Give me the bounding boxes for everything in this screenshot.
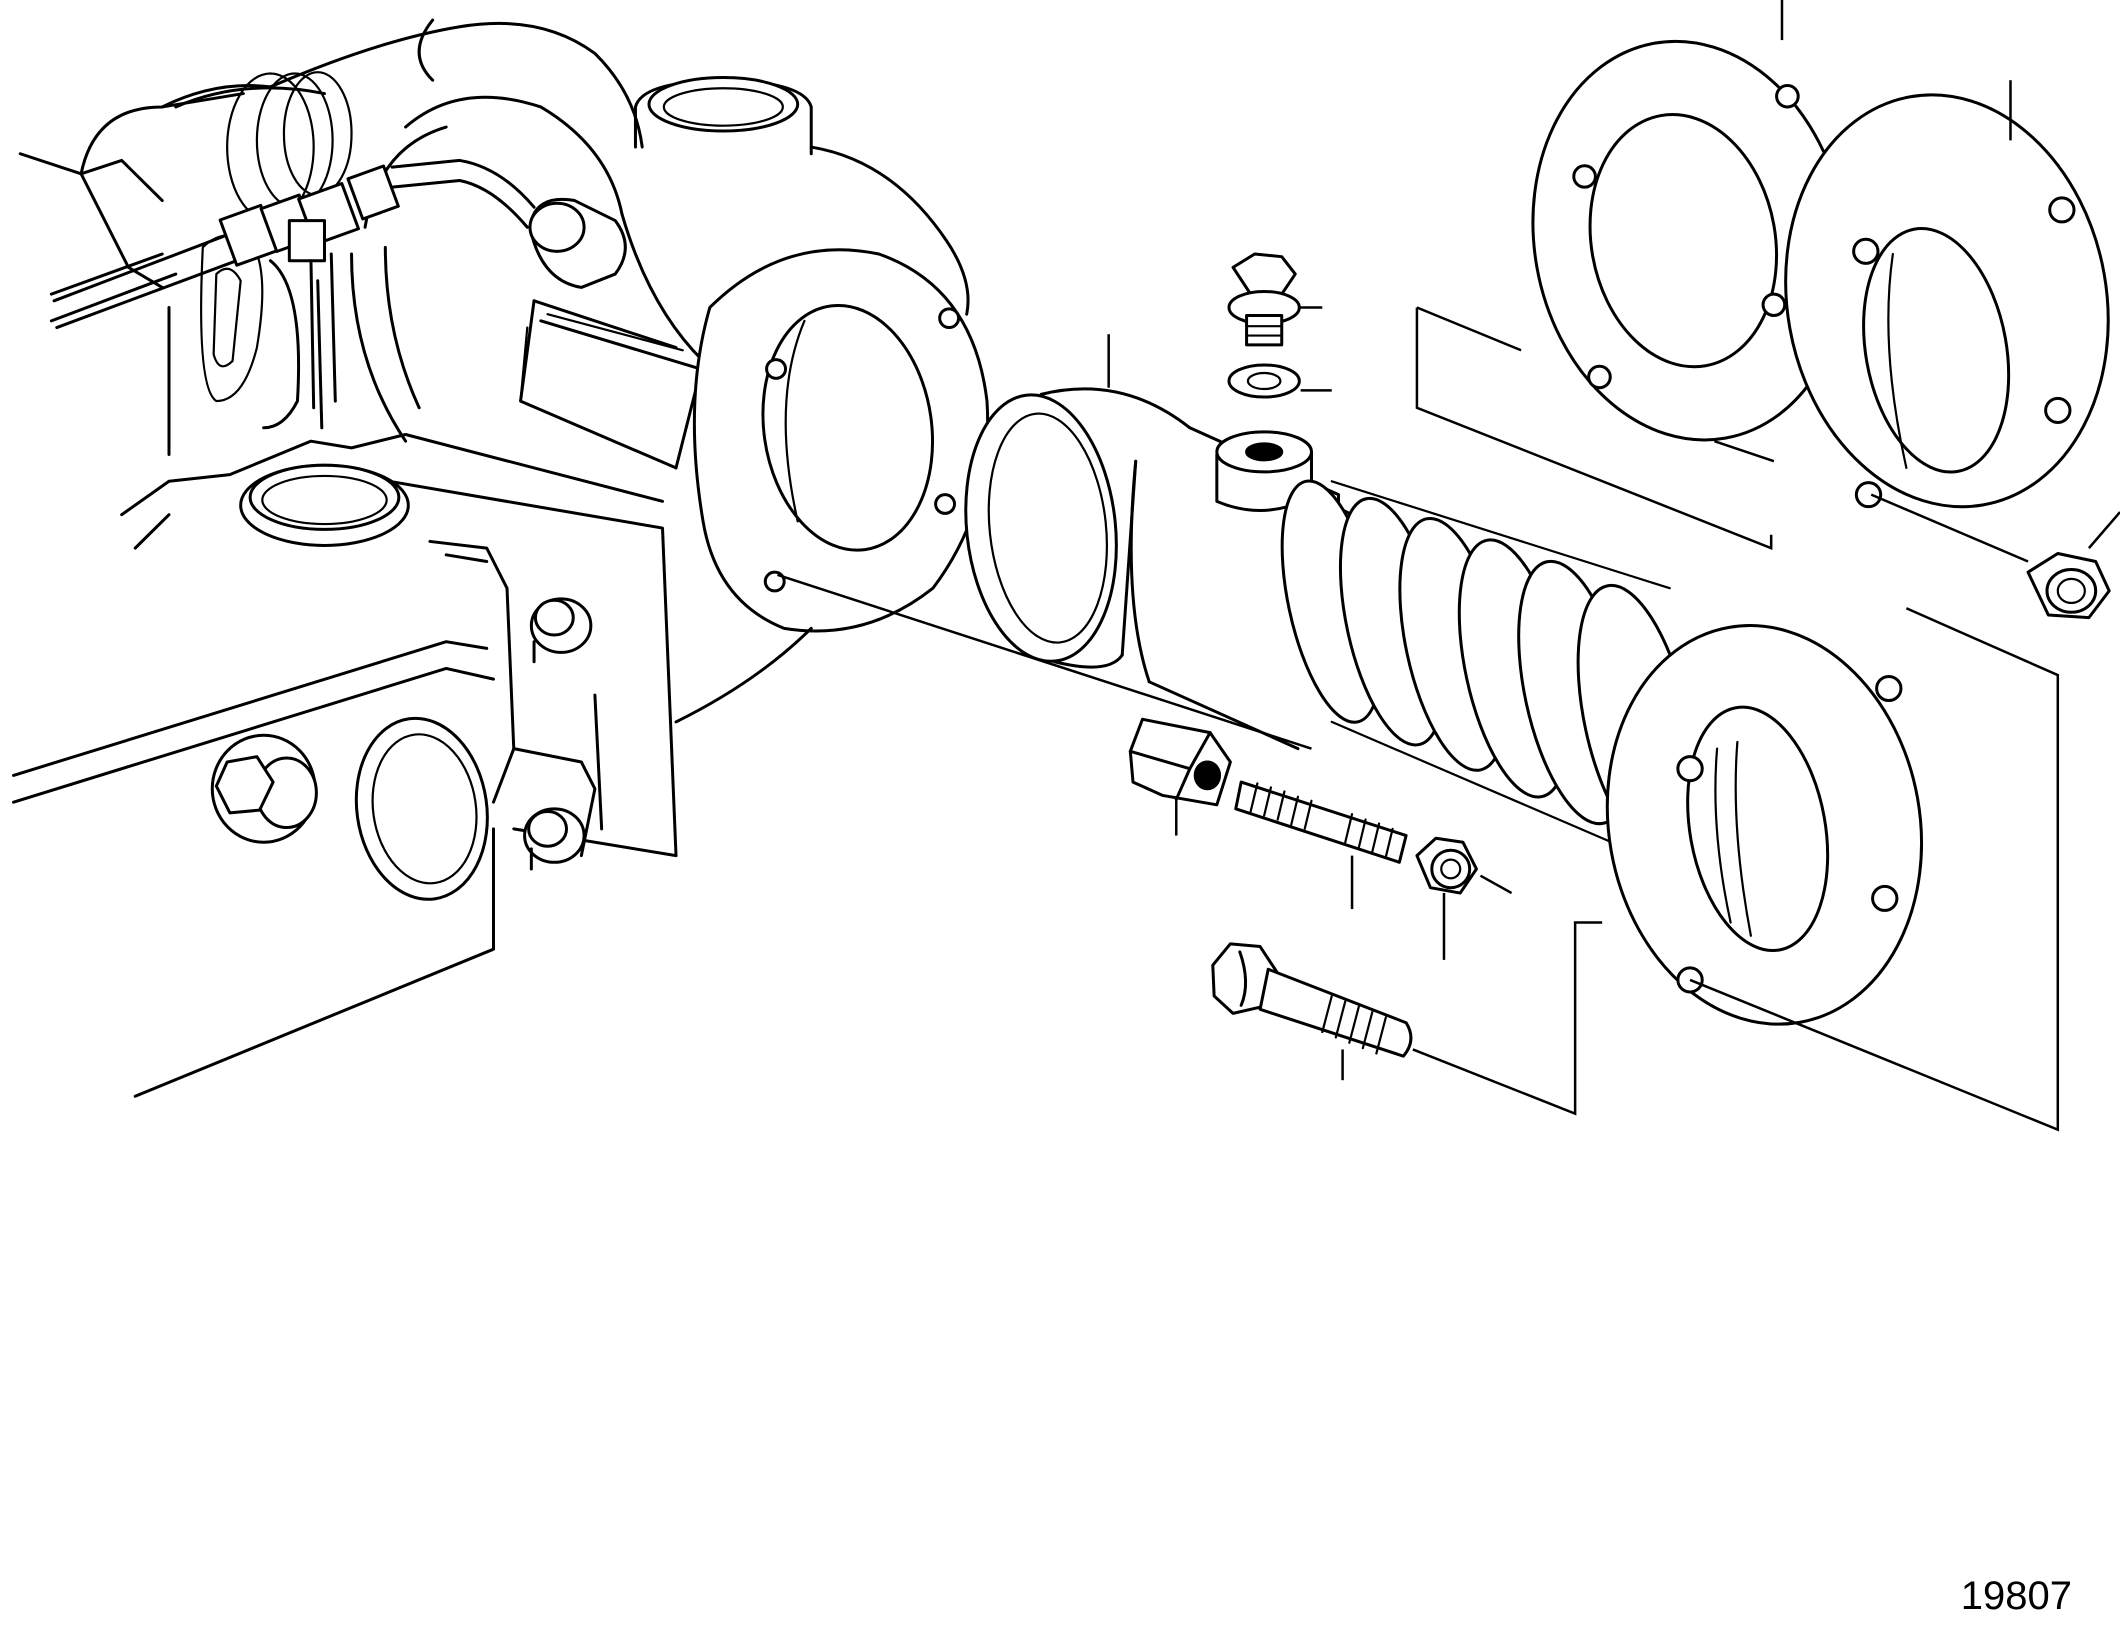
lock-nut bbox=[2028, 512, 2120, 618]
drain-plug bbox=[1229, 254, 1322, 345]
engine-housing bbox=[14, 20, 988, 1096]
mounting-bracket bbox=[1130, 719, 1230, 835]
stud bbox=[1236, 782, 1406, 909]
assembly-leader-lines bbox=[777, 307, 2057, 1129]
figure-number: 19807 bbox=[1960, 1574, 2072, 1618]
sealing-washer bbox=[1229, 365, 1332, 397]
hex-nut bbox=[1417, 838, 1512, 960]
flange-bolt bbox=[1213, 944, 1411, 1080]
exhaust-bellows bbox=[953, 334, 1953, 1049]
flange-gasket bbox=[1502, 0, 1879, 465]
cover-plate bbox=[1753, 69, 2120, 532]
